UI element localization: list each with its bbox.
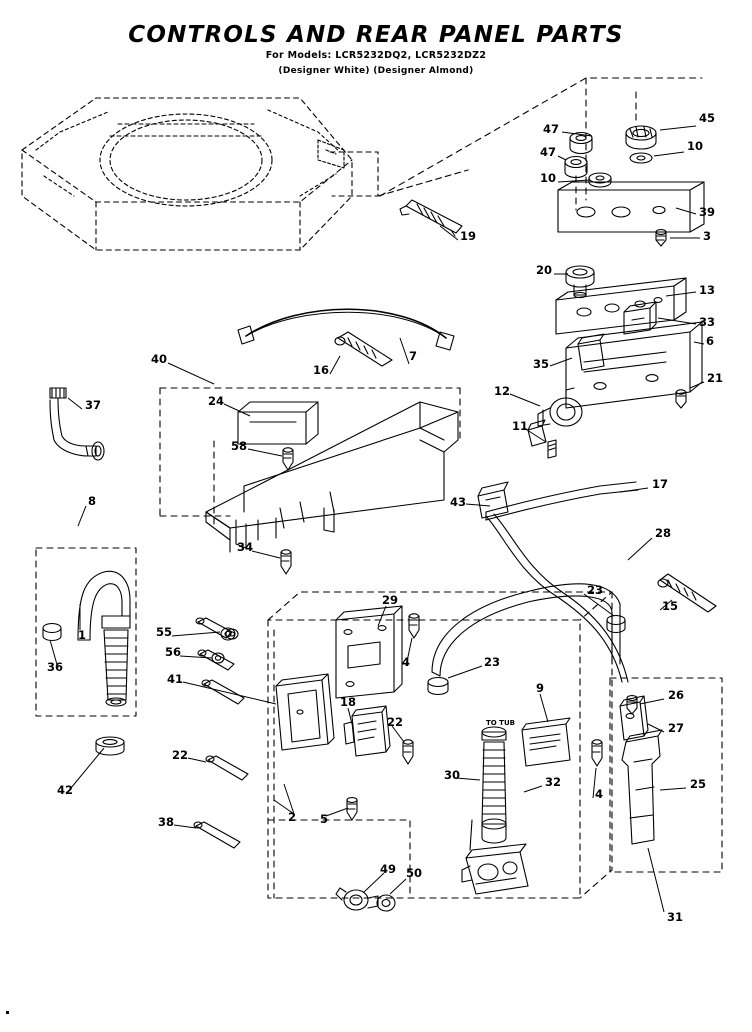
callout-58: 58 bbox=[231, 439, 248, 453]
callout-19: 19 bbox=[460, 229, 477, 243]
callout-40: 40 bbox=[151, 352, 168, 366]
callout-28: 28 bbox=[655, 526, 672, 540]
callout-56: 56 bbox=[165, 645, 182, 659]
callout-41: 41 bbox=[167, 672, 184, 686]
callout-6: 6 bbox=[706, 334, 715, 348]
callout-9: 9 bbox=[536, 681, 545, 695]
callout-26: 26 bbox=[668, 688, 685, 702]
callout-25: 25 bbox=[690, 777, 707, 791]
callout-39: 39 bbox=[699, 205, 716, 219]
callout-42: 42 bbox=[57, 783, 74, 797]
callout-17: 17 bbox=[652, 477, 669, 491]
callout-47-upper: 47 bbox=[543, 122, 560, 136]
callout-31: 31 bbox=[667, 910, 684, 924]
callout-16: 16 bbox=[313, 363, 330, 377]
callout-8: 8 bbox=[88, 494, 97, 508]
callout-45: 45 bbox=[699, 111, 716, 125]
callout-3: 3 bbox=[703, 229, 712, 243]
callout-10-left: 10 bbox=[540, 171, 557, 185]
to-tub-label: TO TUB bbox=[486, 719, 515, 727]
callout-4-lower: 4 bbox=[595, 787, 604, 801]
callout-20: 20 bbox=[536, 263, 553, 277]
corner-registration-mark bbox=[6, 1011, 9, 1014]
callout-12: 12 bbox=[494, 384, 511, 398]
callout-47-lower: 47 bbox=[540, 145, 557, 159]
callout-30: 30 bbox=[444, 768, 461, 782]
callout-49: 49 bbox=[380, 862, 397, 876]
callout-18: 18 bbox=[340, 695, 357, 709]
callout-55: 55 bbox=[156, 625, 173, 639]
callout-7: 7 bbox=[409, 349, 418, 363]
callout-10-upper-right: 10 bbox=[687, 139, 704, 153]
callout-2: 2 bbox=[288, 810, 297, 824]
callout-34: 34 bbox=[237, 540, 254, 554]
callout-33: 33 bbox=[699, 315, 716, 329]
callout-1: 1 bbox=[78, 628, 87, 642]
callout-24: 24 bbox=[208, 394, 225, 408]
callout-43: 43 bbox=[450, 495, 467, 509]
callout-38: 38 bbox=[158, 815, 175, 829]
callout-50: 50 bbox=[406, 866, 423, 880]
page-title: CONTROLS AND REAR PANEL PARTS bbox=[128, 22, 624, 48]
callout-13: 13 bbox=[699, 283, 716, 297]
callout-22-upper: 22 bbox=[387, 715, 404, 729]
callout-11: 11 bbox=[512, 419, 529, 433]
callout-27: 27 bbox=[668, 721, 685, 735]
callout-32: 32 bbox=[545, 775, 562, 789]
callout-23-upper: 23 bbox=[587, 583, 604, 597]
models-line: For Models: LCR5232DQ2, LCR5232DZ2 bbox=[265, 50, 487, 61]
callout-29: 29 bbox=[382, 593, 399, 607]
callout-21: 21 bbox=[707, 371, 724, 385]
callout-23-lower: 23 bbox=[484, 655, 501, 669]
callout-5: 5 bbox=[320, 812, 329, 826]
callout-22-left: 22 bbox=[172, 748, 189, 762]
callout-4-upper: 4 bbox=[402, 655, 411, 669]
colors-line: (Designer White) (Designer Almond) bbox=[278, 66, 474, 76]
callout-37: 37 bbox=[85, 398, 102, 412]
callout-36: 36 bbox=[47, 660, 64, 674]
callout-35: 35 bbox=[533, 357, 550, 371]
callout-15: 15 bbox=[662, 599, 679, 613]
